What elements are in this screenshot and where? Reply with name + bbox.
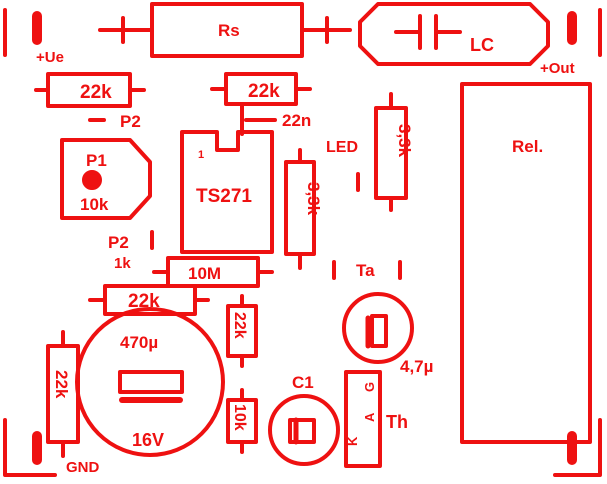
p1-label: P1 — [86, 151, 107, 170]
c-4u7-label: 4,7µ — [400, 357, 433, 376]
resistor-3k3-a — [284, 148, 316, 270]
ic-label: TS271 — [196, 186, 252, 207]
p1-value: 10k — [80, 195, 109, 214]
potentiometer-p1 — [60, 138, 152, 220]
c-16v-label: 16V — [132, 430, 164, 450]
capacitor-c1 — [268, 394, 340, 466]
r-10m-label: 10M — [188, 264, 221, 283]
r-22k-top-label: 22k — [80, 82, 112, 103]
resistor-22k-low — [88, 284, 210, 316]
th-pin-k: K — [345, 436, 360, 446]
resistor-22k-vertical — [226, 294, 258, 368]
resistor-22k-mid — [210, 72, 312, 106]
resistor-22k-top — [34, 72, 146, 108]
p2-b-value: 1k — [114, 255, 131, 272]
r-10k-label: 10k — [231, 404, 248, 431]
r-22k-vertical-label: 22k — [231, 312, 248, 339]
capacitor-470u — [75, 307, 225, 457]
r-3k3-a-label: 3,3k — [304, 182, 323, 216]
r-22k-left-label: 22k — [52, 370, 71, 399]
ue-label: +Ue — [36, 49, 64, 66]
gnd-label: GND — [66, 459, 100, 476]
p2-b-label: P2 — [108, 233, 129, 252]
th-label: Th — [386, 412, 408, 432]
c-22n-label: 22n — [282, 111, 311, 130]
r-22k-mid-label: 22k — [248, 81, 280, 102]
th-pin-a: A — [362, 412, 377, 422]
r-3k3-b-label: 3,3k — [395, 124, 414, 158]
ta-label: Ta — [356, 261, 375, 280]
resistor-22k-left — [46, 330, 80, 458]
relay — [460, 82, 592, 444]
lc-label: LC — [470, 35, 494, 55]
r-22k-low-label: 22k — [128, 291, 160, 312]
resistor-3k3-b — [374, 92, 408, 212]
rel-label: Rel. — [512, 137, 543, 156]
c-470u-label: 470µ — [120, 333, 158, 352]
resistor-rs — [98, 2, 352, 58]
out-label: +Out — [540, 60, 575, 77]
ic-ts271 — [180, 130, 274, 254]
ic-pin1-label: 1 — [198, 149, 204, 161]
p2-a-label: P2 — [120, 112, 141, 131]
resistor-10k — [226, 388, 258, 454]
capacitor-lc — [358, 2, 550, 66]
thyristor-th — [344, 370, 382, 468]
th-pin-g: G — [362, 382, 377, 392]
capacitor-22n — [240, 102, 277, 136]
led-label: LED — [326, 139, 358, 156]
corner-marks — [3, 8, 602, 477]
c1-label: C1 — [292, 373, 314, 392]
rs-label: Rs — [218, 21, 240, 40]
resistor-10m — [152, 256, 274, 288]
capacitor-4u7 — [342, 292, 414, 364]
